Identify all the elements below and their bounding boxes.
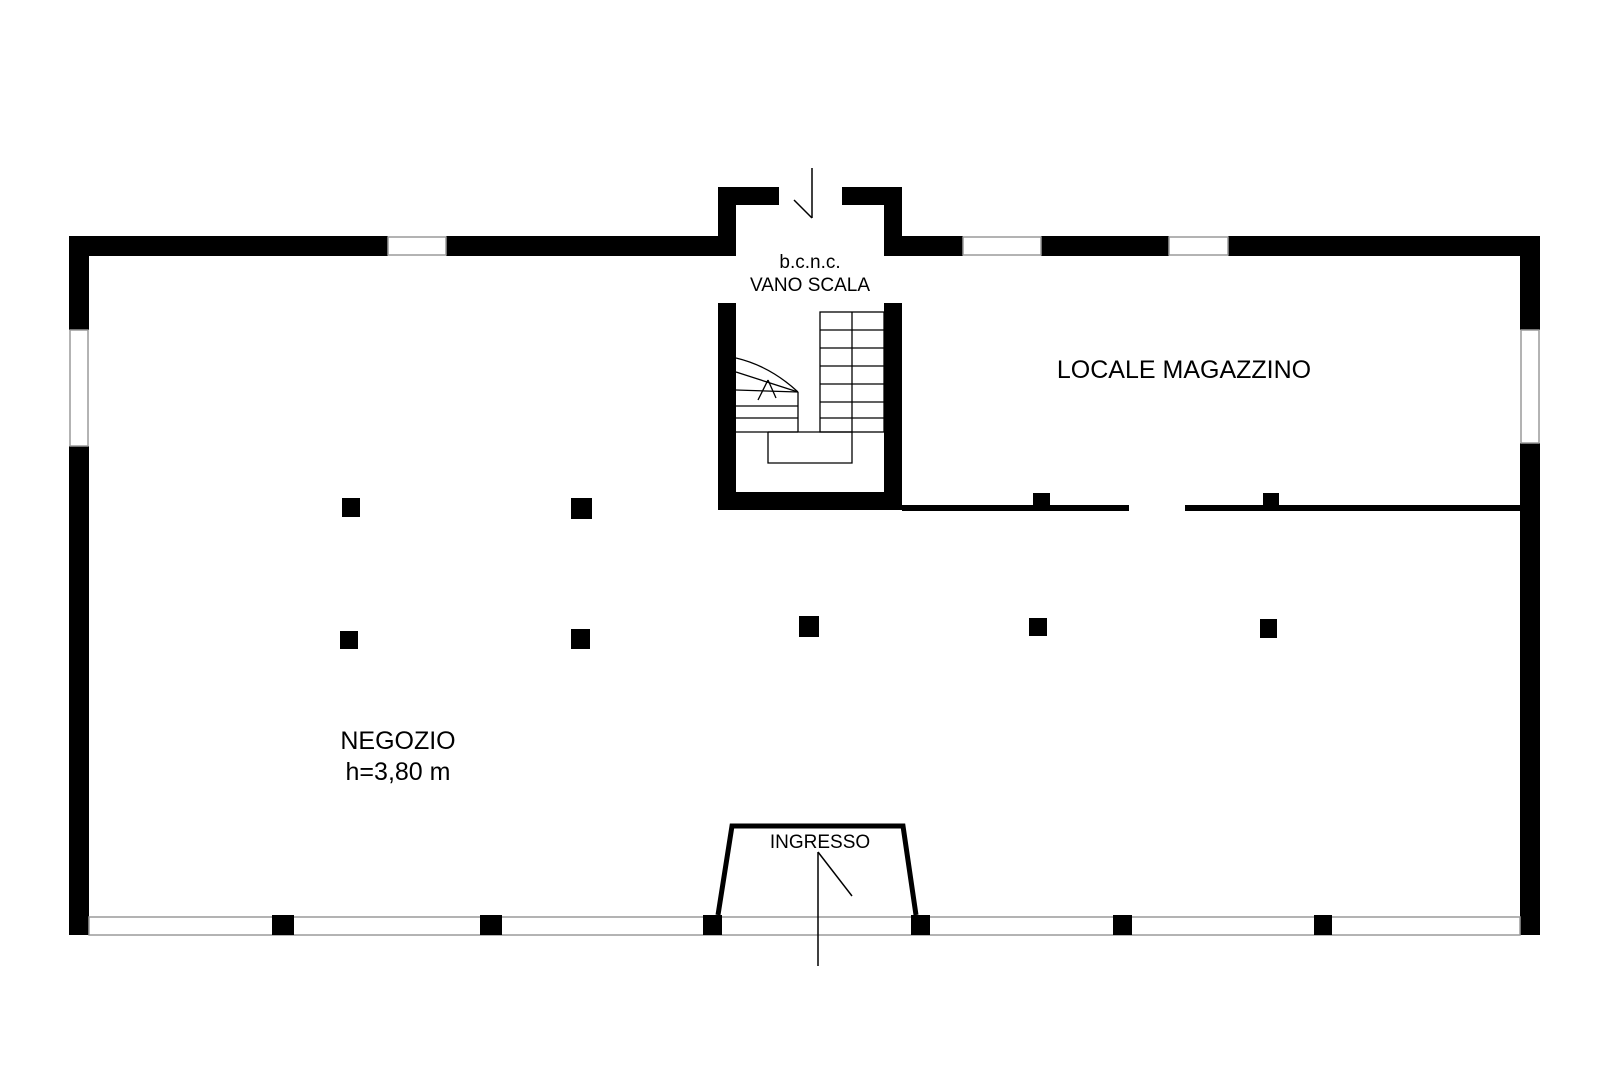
entrance-door bbox=[817, 851, 853, 966]
entrance-vestibule bbox=[715, 823, 919, 916]
stair-bump-right bbox=[884, 187, 902, 256]
mullion bbox=[1113, 915, 1132, 935]
column bbox=[342, 498, 360, 517]
right-wall-lower bbox=[1520, 443, 1540, 935]
partition-pillar bbox=[1263, 493, 1279, 508]
window-top-left bbox=[387, 236, 447, 256]
mullion bbox=[911, 915, 930, 935]
storage-room-label: LOCALE MAGAZZINO bbox=[1057, 356, 1311, 384]
stair-wall-right bbox=[884, 303, 902, 510]
stair-door bbox=[793, 168, 813, 219]
stair-wall-bottom bbox=[718, 492, 902, 510]
columns bbox=[340, 498, 1277, 649]
entrance-label: INGRESSO bbox=[770, 832, 870, 853]
mullion bbox=[480, 915, 502, 935]
partition-right bbox=[1185, 505, 1520, 511]
stair-arc bbox=[735, 357, 799, 393]
top-wall-right-b bbox=[1041, 236, 1169, 256]
top-wall-right-a bbox=[884, 236, 963, 256]
top-wall-left-a bbox=[69, 236, 388, 256]
stair-tread bbox=[735, 389, 799, 393]
top-wall-left-b bbox=[446, 236, 719, 256]
shop-room-label: NEGOZIO bbox=[340, 727, 455, 755]
partition-left bbox=[902, 505, 1129, 511]
stair-door-swing bbox=[793, 199, 813, 219]
column bbox=[571, 629, 590, 649]
mullion bbox=[272, 915, 294, 935]
stair-tag-label: b.c.n.c. bbox=[779, 252, 840, 273]
storefront-mullions bbox=[272, 915, 1332, 935]
stair-direction-arrow bbox=[757, 379, 769, 401]
stair-direction-arrow bbox=[767, 379, 777, 399]
stair-bump-left bbox=[718, 187, 736, 256]
stair-landing bbox=[767, 432, 853, 464]
window-left bbox=[69, 329, 89, 447]
stair-name-label: VANO SCALA bbox=[750, 275, 870, 296]
left-wall-lower bbox=[69, 446, 89, 935]
column bbox=[1029, 618, 1047, 636]
vestibule-walls bbox=[715, 823, 919, 916]
right-wall-upper bbox=[1520, 236, 1540, 330]
column bbox=[1260, 619, 1277, 638]
entrance-door-swing bbox=[817, 851, 853, 897]
stair-wall-left bbox=[718, 303, 736, 510]
storefront-glazing bbox=[88, 916, 1521, 936]
mullion bbox=[703, 915, 722, 935]
left-wall-upper bbox=[69, 236, 89, 330]
stairwell bbox=[718, 187, 902, 510]
storage-partition bbox=[902, 493, 1520, 511]
window-top-right bbox=[1168, 236, 1229, 256]
exterior-walls bbox=[69, 236, 1540, 935]
column bbox=[340, 631, 358, 649]
mullion bbox=[1314, 915, 1332, 935]
column bbox=[571, 498, 592, 519]
window-right bbox=[1520, 329, 1540, 444]
windows bbox=[69, 236, 1540, 936]
window-top-mid bbox=[962, 236, 1042, 256]
partition-pillar bbox=[1033, 493, 1050, 508]
top-wall-right-c bbox=[1228, 236, 1540, 256]
shop-height-label: h=3,80 m bbox=[346, 758, 451, 786]
stair-flight bbox=[735, 311, 885, 464]
column bbox=[799, 616, 819, 637]
